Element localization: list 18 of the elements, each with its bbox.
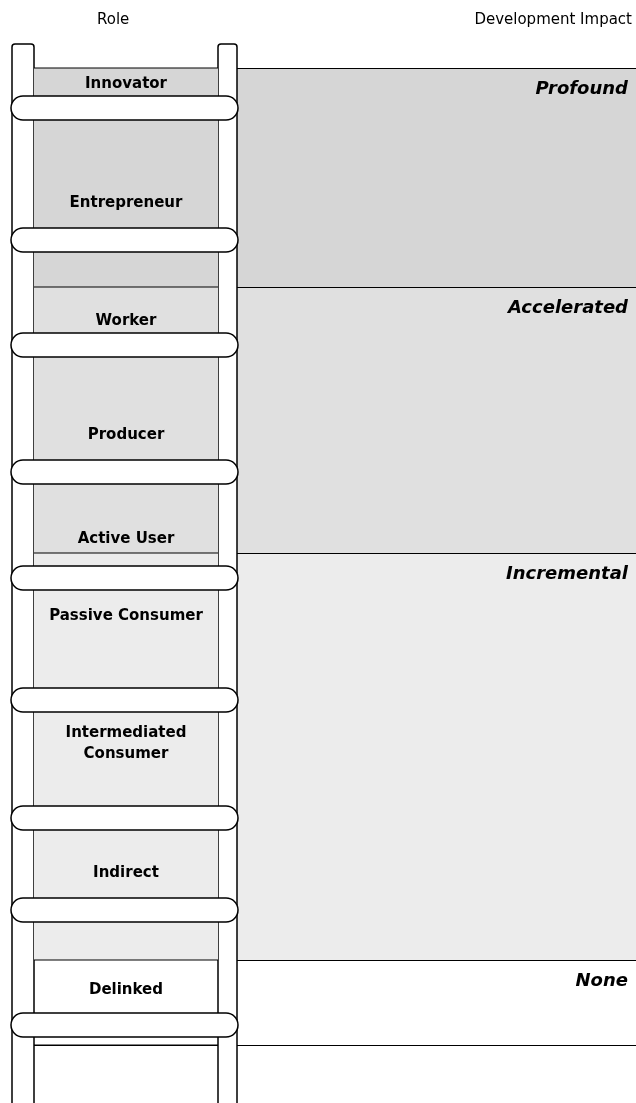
role-label: Worker [94,310,158,331]
impact-label: None [575,969,628,990]
column-header: Role [97,10,130,28]
impact-label: Incremental [506,562,628,583]
role-label: Active User [76,528,176,549]
impact-label: Profound [535,77,628,98]
role-label: Passive Consumer [48,605,204,626]
role-label: Delinked [87,979,165,1000]
role-label: Producer [86,424,166,445]
role-label: Innovator [84,73,168,94]
impact-band [237,68,636,287]
impact-label: Accelerated [507,296,628,317]
role-label: Entrepreneur [68,192,184,213]
impact-band [237,287,636,553]
role-label: Intermediated Consumer [64,722,188,764]
column-header: Development Impact [474,10,632,28]
role-label: Indirect [92,862,160,883]
impact-band [237,553,636,960]
